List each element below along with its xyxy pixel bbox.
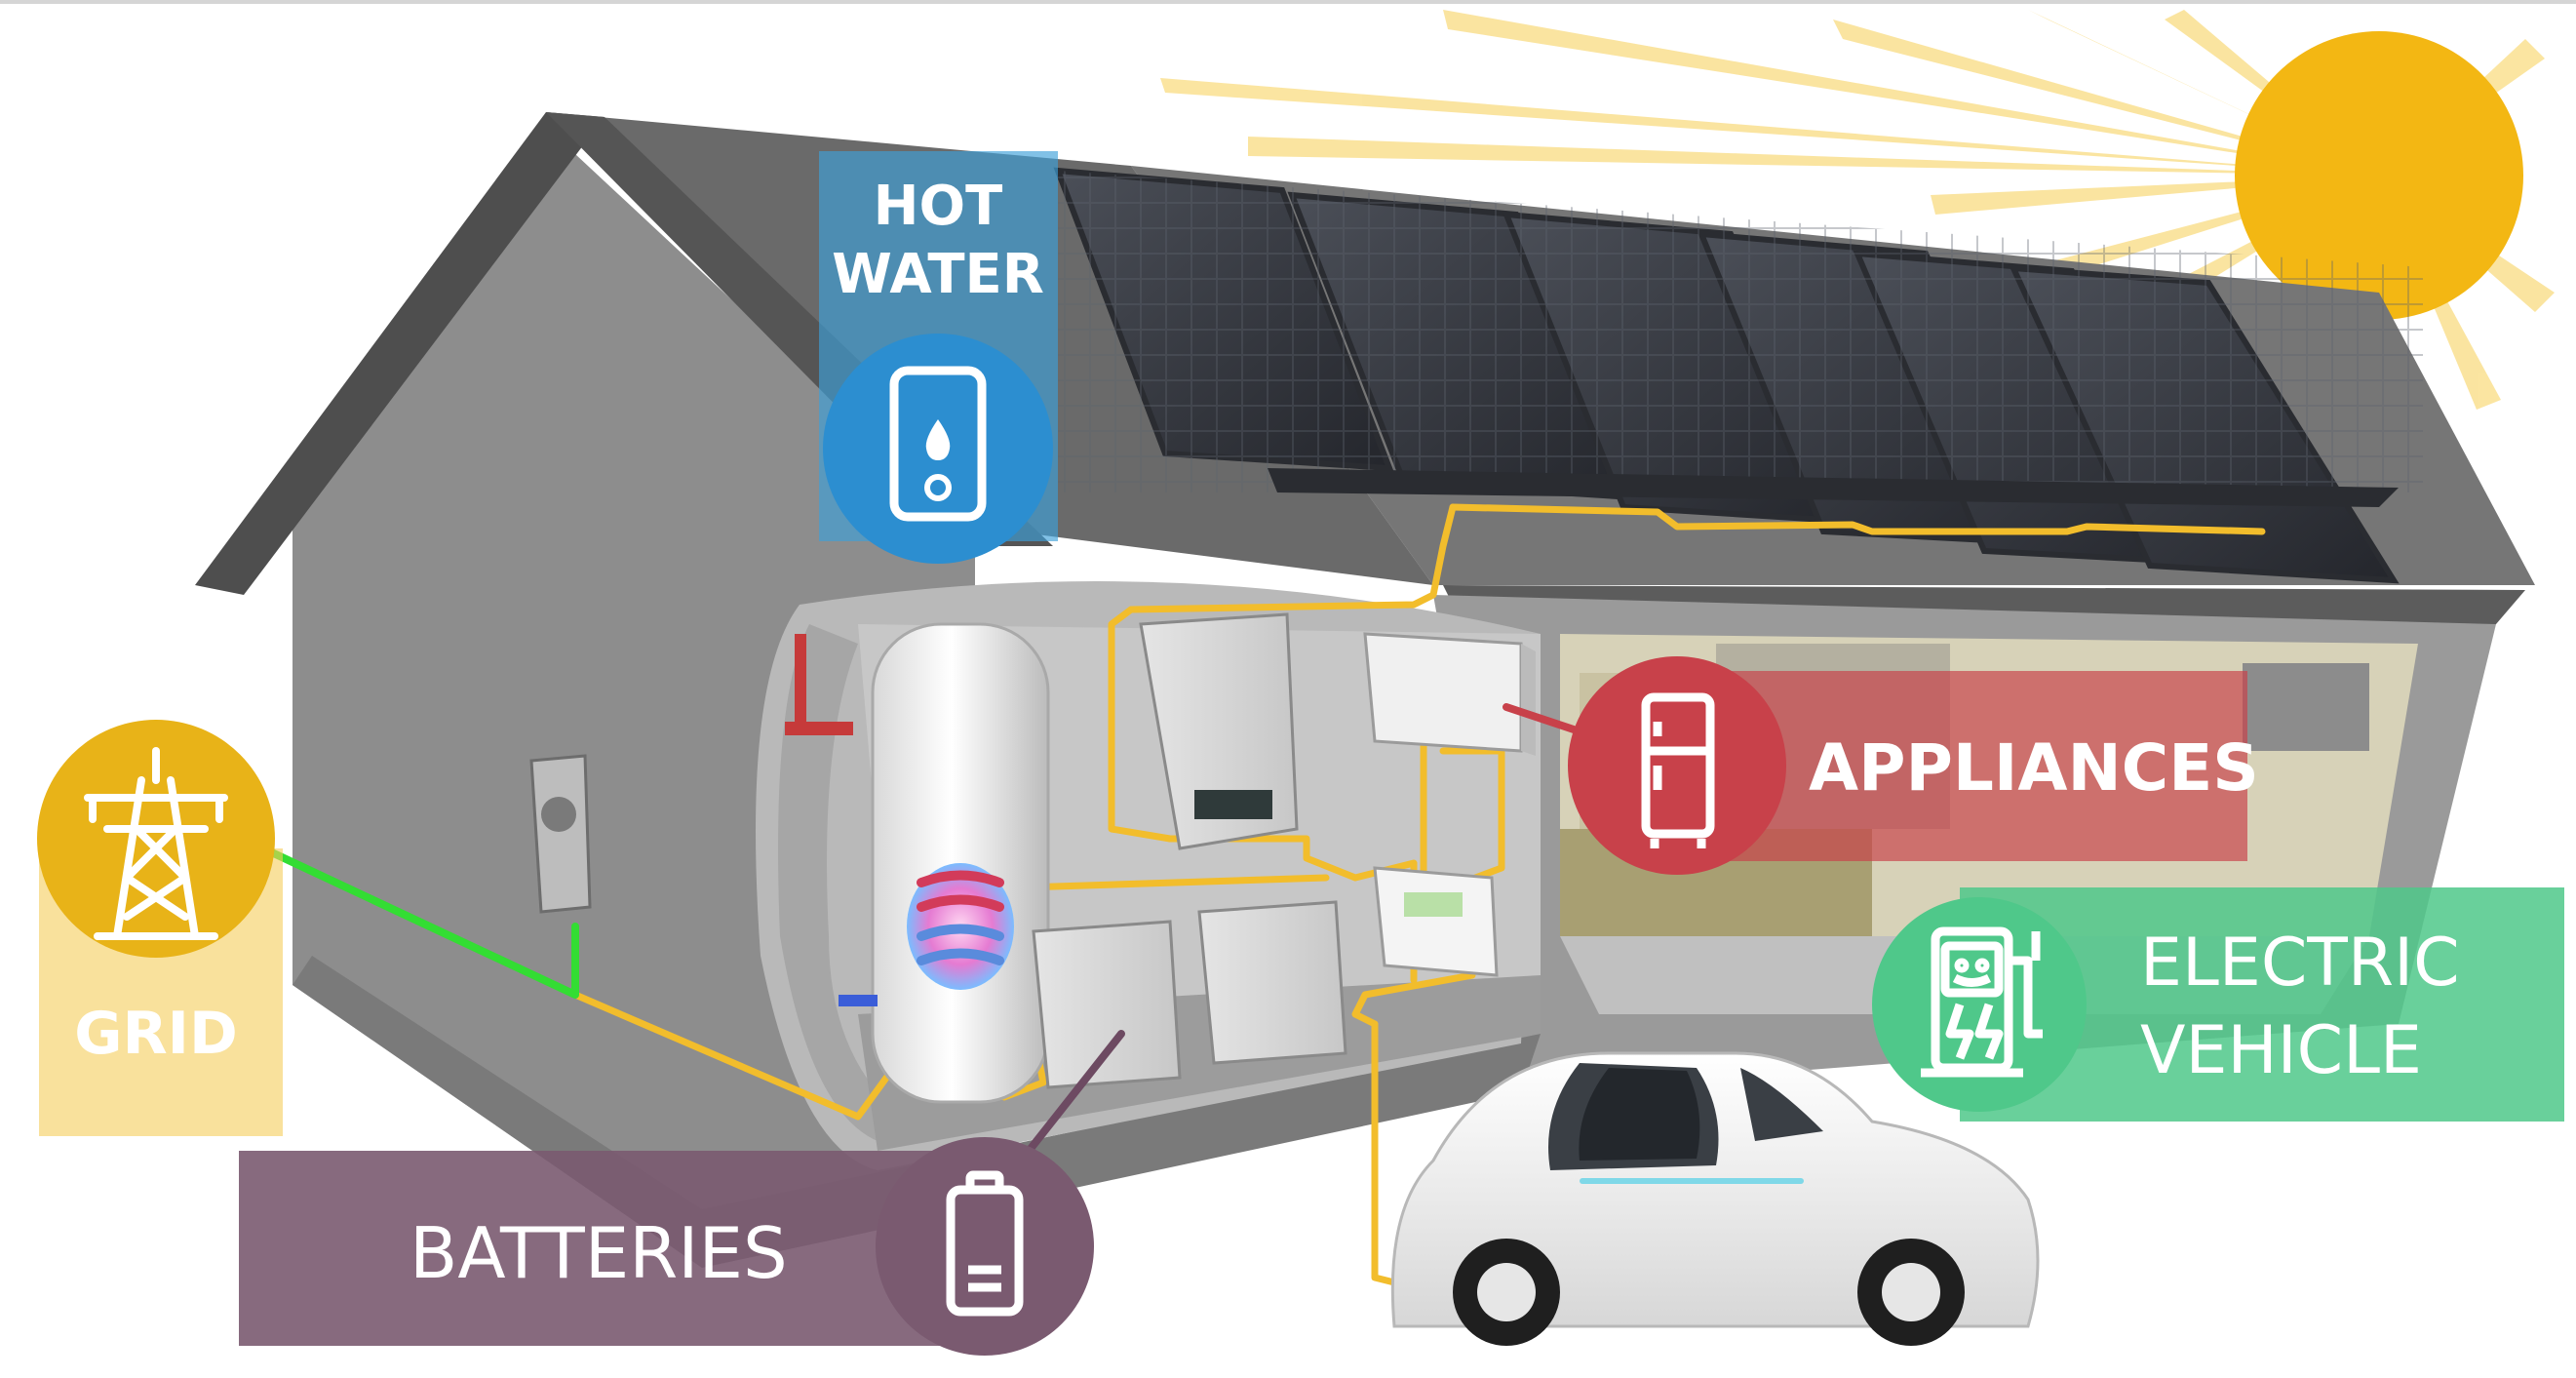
batteries-label: BATTERIES — [239, 1137, 1094, 1356]
appliances-label: APPLIANCES — [1568, 656, 2259, 875]
electric-vehicle-label: ELECTRIC VEHICLE — [1872, 887, 2564, 1122]
solar-inverter — [1139, 612, 1299, 850]
hot-water-tank — [785, 622, 1050, 1104]
ev-charger-icon — [1921, 926, 2043, 1078]
distribution-board — [1363, 632, 1536, 756]
solar-panels — [1053, 167, 2423, 584]
hot-water-label-line1: HOT — [874, 175, 1003, 238]
power-pylon-icon — [84, 747, 228, 940]
appliances-label-text: APPLIANCES — [1809, 730, 2259, 806]
grid-label: GRID — [37, 720, 283, 1136]
hot-water-label: HOT WATER — [819, 151, 1058, 564]
battery-icon — [946, 1170, 1024, 1317]
ev-label-line1: ELECTRIC — [2140, 925, 2460, 1002]
charge-controller — [1373, 866, 1499, 977]
hot-water-label-line2: WATER — [832, 243, 1044, 306]
electric-meter — [529, 754, 592, 914]
ev-label-line2: VEHICLE — [2140, 1012, 2422, 1089]
grid-label-text: GRID — [74, 1000, 238, 1068]
fridge-icon — [1641, 692, 1715, 848]
grid-connection-wire — [259, 845, 579, 999]
electric-car — [1390, 1051, 2040, 1346]
battery-units — [1032, 900, 1347, 1089]
water-tank-icon — [823, 334, 1053, 564]
batteries-label-text: BATTERIES — [410, 1212, 788, 1294]
